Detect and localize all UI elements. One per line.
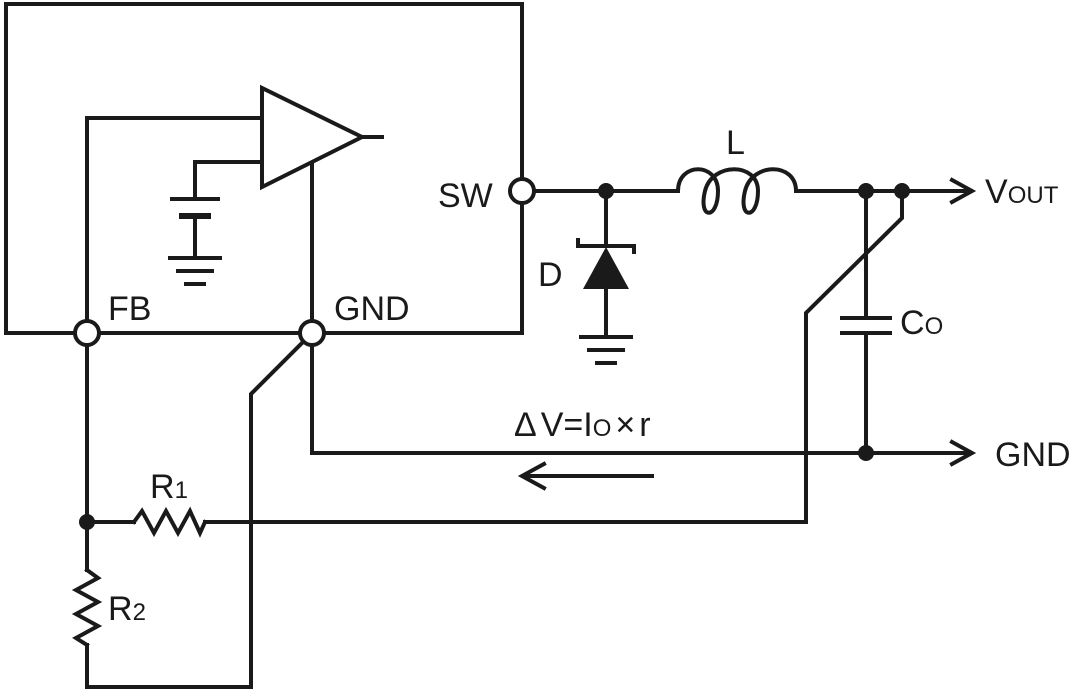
- junction-dot: [858, 183, 874, 199]
- junction-dot: [894, 183, 910, 199]
- comparator-triangle-icon: [260, 84, 384, 191]
- gnd-terminal: [298, 319, 326, 347]
- resistor-icon: [131, 506, 208, 538]
- schottky-diode-icon: [576, 238, 636, 289]
- sw-label: SW: [438, 177, 493, 215]
- current-arrow-icon: [517, 461, 654, 491]
- fb-internal-wire: [85, 116, 264, 322]
- diode-label: D: [538, 256, 563, 294]
- resistor-icon: [71, 567, 103, 648]
- ic-package-outline: [4, 2, 524, 335]
- r2-ground-wire: [85, 337, 308, 689]
- vout-arrow-icon: [949, 177, 977, 205]
- ground-icon: [168, 256, 222, 286]
- fb-label: FB: [108, 290, 151, 328]
- gnd-pin-label: GND: [334, 290, 410, 328]
- junction-dot: [858, 445, 874, 461]
- inductor-icon: [675, 167, 799, 215]
- junction-dot: [598, 183, 614, 199]
- reference-wire: [193, 160, 264, 199]
- fb-terminal: [73, 319, 101, 347]
- gnd-output-label: GND: [995, 436, 1071, 474]
- ground-icon: [579, 335, 633, 365]
- vout-label: VOUT: [985, 173, 1059, 211]
- gnd-arrow-icon: [949, 439, 977, 467]
- r1-label: R1: [150, 468, 188, 506]
- r2-label: R2: [108, 590, 146, 628]
- reference-voltage-icon: [170, 197, 220, 258]
- inductor-label: L: [726, 124, 745, 162]
- gnd-return-wire: [310, 344, 972, 455]
- capacitor-icon: [840, 316, 892, 335]
- sw-terminal: [508, 177, 536, 205]
- junction-dot: [79, 514, 95, 530]
- cap-label: CO: [900, 304, 943, 342]
- vout-sense-wire: [203, 189, 904, 524]
